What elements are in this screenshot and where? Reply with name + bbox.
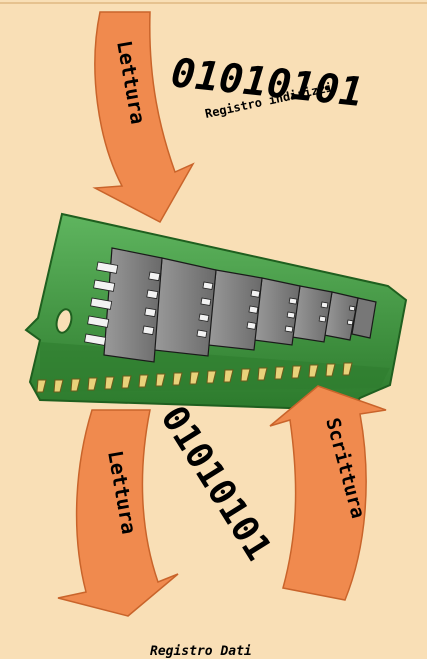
- data-bits: 01010101: [152, 399, 279, 568]
- curved-arrow-up-icon: [270, 386, 386, 600]
- data-register-label: Registro Dati: [150, 644, 252, 659]
- ram-module-icon: [26, 214, 406, 410]
